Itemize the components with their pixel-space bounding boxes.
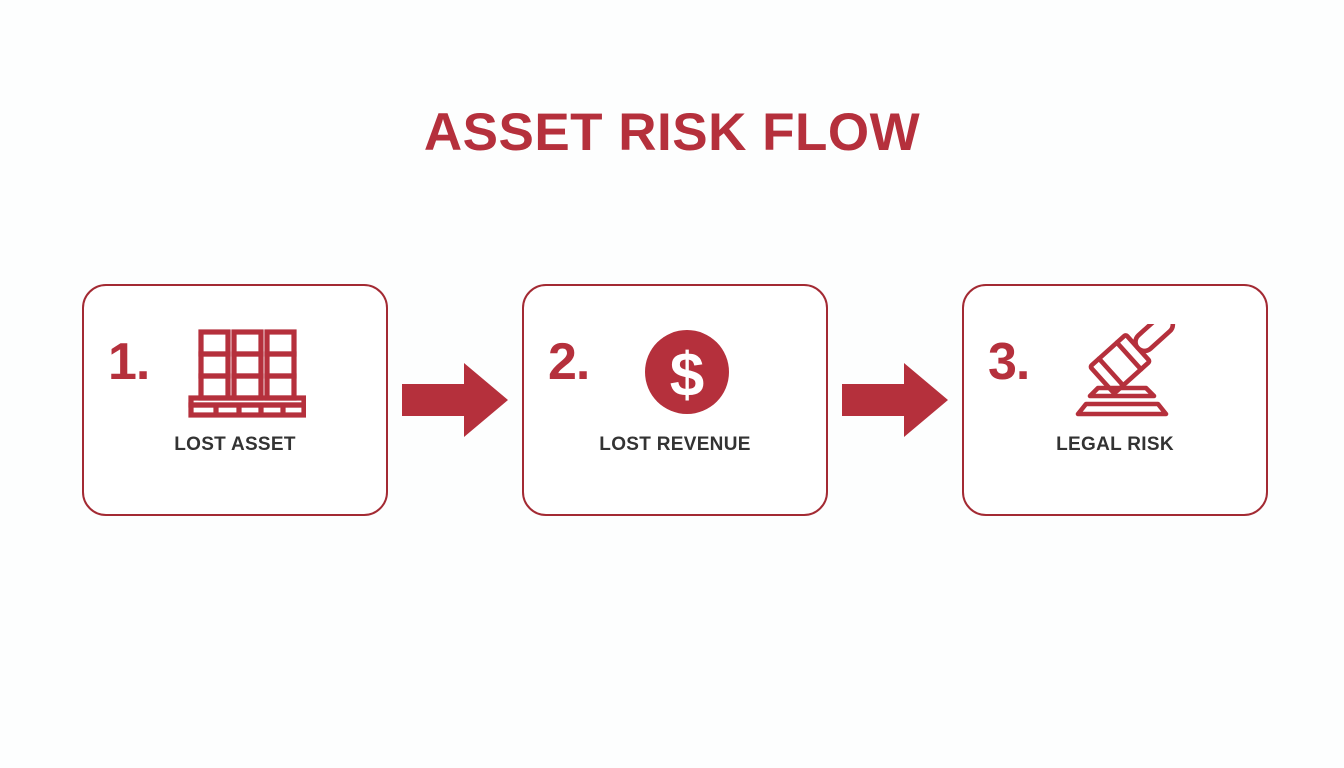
page-title: ASSET RISK FLOW: [423, 103, 921, 162]
gavel-icon: [1062, 324, 1192, 420]
step-label-3: LEGAL RISK: [1056, 434, 1174, 455]
flow-diagram: 1.: [82, 284, 1268, 516]
step-number-1: 1.: [108, 333, 150, 391]
flow-step-card-3[interactable]: 3. LEGAL: [962, 284, 1268, 516]
step-label-1: LOST ASSET: [174, 434, 296, 455]
dollar-coin-icon: $: [622, 324, 752, 420]
step-number-3: 3.: [988, 333, 1030, 391]
arrow-right-icon: [841, 363, 949, 438]
arrow-right-icon: [401, 363, 509, 438]
flow-step-card-2[interactable]: 2. $ LOST REVENUE: [522, 284, 828, 516]
pallet-boxes-icon: [182, 324, 312, 420]
flow-step-card-1[interactable]: 1.: [82, 284, 388, 516]
step-number-2: 2.: [548, 333, 590, 391]
svg-text:$: $: [670, 341, 704, 410]
step-label-2: LOST REVENUE: [599, 434, 751, 455]
